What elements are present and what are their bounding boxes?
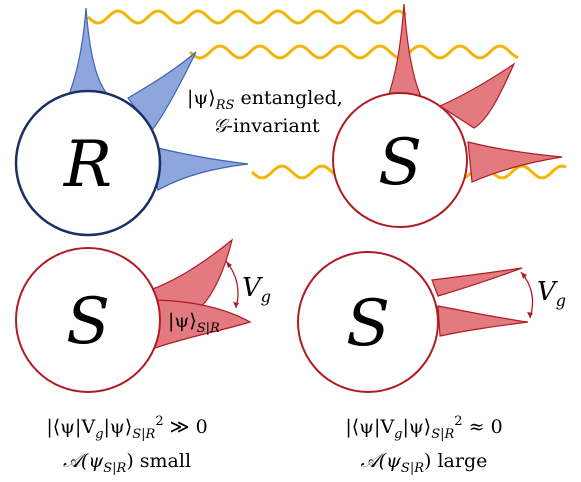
entangled-text: entangled, xyxy=(234,87,342,109)
ket-s-given-r-label: |ψ⟩S|R xyxy=(168,310,220,336)
asymmetry-label-right: 𝒜(ψS|R) large xyxy=(361,450,488,476)
group-symbol: 𝒢 xyxy=(213,115,230,137)
red-wavefunction-bottom-right xyxy=(431,267,529,337)
ket-subscript-rs: RS xyxy=(215,98,235,113)
center-note-line2: 𝒢-invariant xyxy=(213,115,320,137)
ket-psi: |ψ⟩ xyxy=(187,87,216,109)
bl-spike-lower xyxy=(147,299,252,349)
s-system-circle-bottom-left xyxy=(15,247,161,393)
red-wavefunction-top xyxy=(381,3,563,183)
overlap-equation-left: |⟨ψ|Vg|ψ⟩S|R2 ≫ 0 xyxy=(46,414,207,442)
blue-wavefunction xyxy=(61,7,249,191)
asymmetry-label-left: 𝒜(ψS|R) small xyxy=(63,450,191,476)
s-system-label-bottom-left: S xyxy=(66,285,110,359)
red-spike-right xyxy=(467,141,563,183)
vg-rotation-arrow-left xyxy=(225,260,239,309)
s-system-circle-bottom-right xyxy=(297,251,439,393)
vg-arrowhead-right-top xyxy=(521,272,527,279)
br-spike-upper xyxy=(431,267,523,297)
s-system-label-top: S xyxy=(378,126,422,200)
overlap-equation-right: |⟨ψ|Vg|ψ⟩S|R2 ≈ 0 xyxy=(345,414,502,442)
blue-spike-upper-right xyxy=(127,51,197,131)
r-system-label: R xyxy=(63,128,112,202)
vg-label-left: Vg xyxy=(242,273,271,306)
s-system-label-bottom-right: S xyxy=(346,287,390,361)
entanglement-wave-top xyxy=(86,9,407,25)
blue-spike-right xyxy=(149,145,249,191)
entanglement-wave-middle xyxy=(188,44,519,60)
red-wavefunction-bottom-left xyxy=(147,238,252,349)
red-spike-upper-right xyxy=(438,62,516,129)
vg-arrowhead-left-top xyxy=(226,261,232,268)
vg-rotation-arrow-right xyxy=(520,271,534,319)
vg-arrowhead-right-bottom xyxy=(527,312,533,318)
center-note-line1: |ψ⟩RS entangled, xyxy=(187,87,343,113)
vg-arrowhead-left-bottom xyxy=(233,302,239,308)
invariant-text: -invariant xyxy=(227,115,321,137)
r-system-circle xyxy=(14,89,162,237)
s-system-circle-top xyxy=(332,92,468,228)
vg-label-right: Vg xyxy=(537,277,566,310)
br-spike-lower xyxy=(437,305,529,337)
